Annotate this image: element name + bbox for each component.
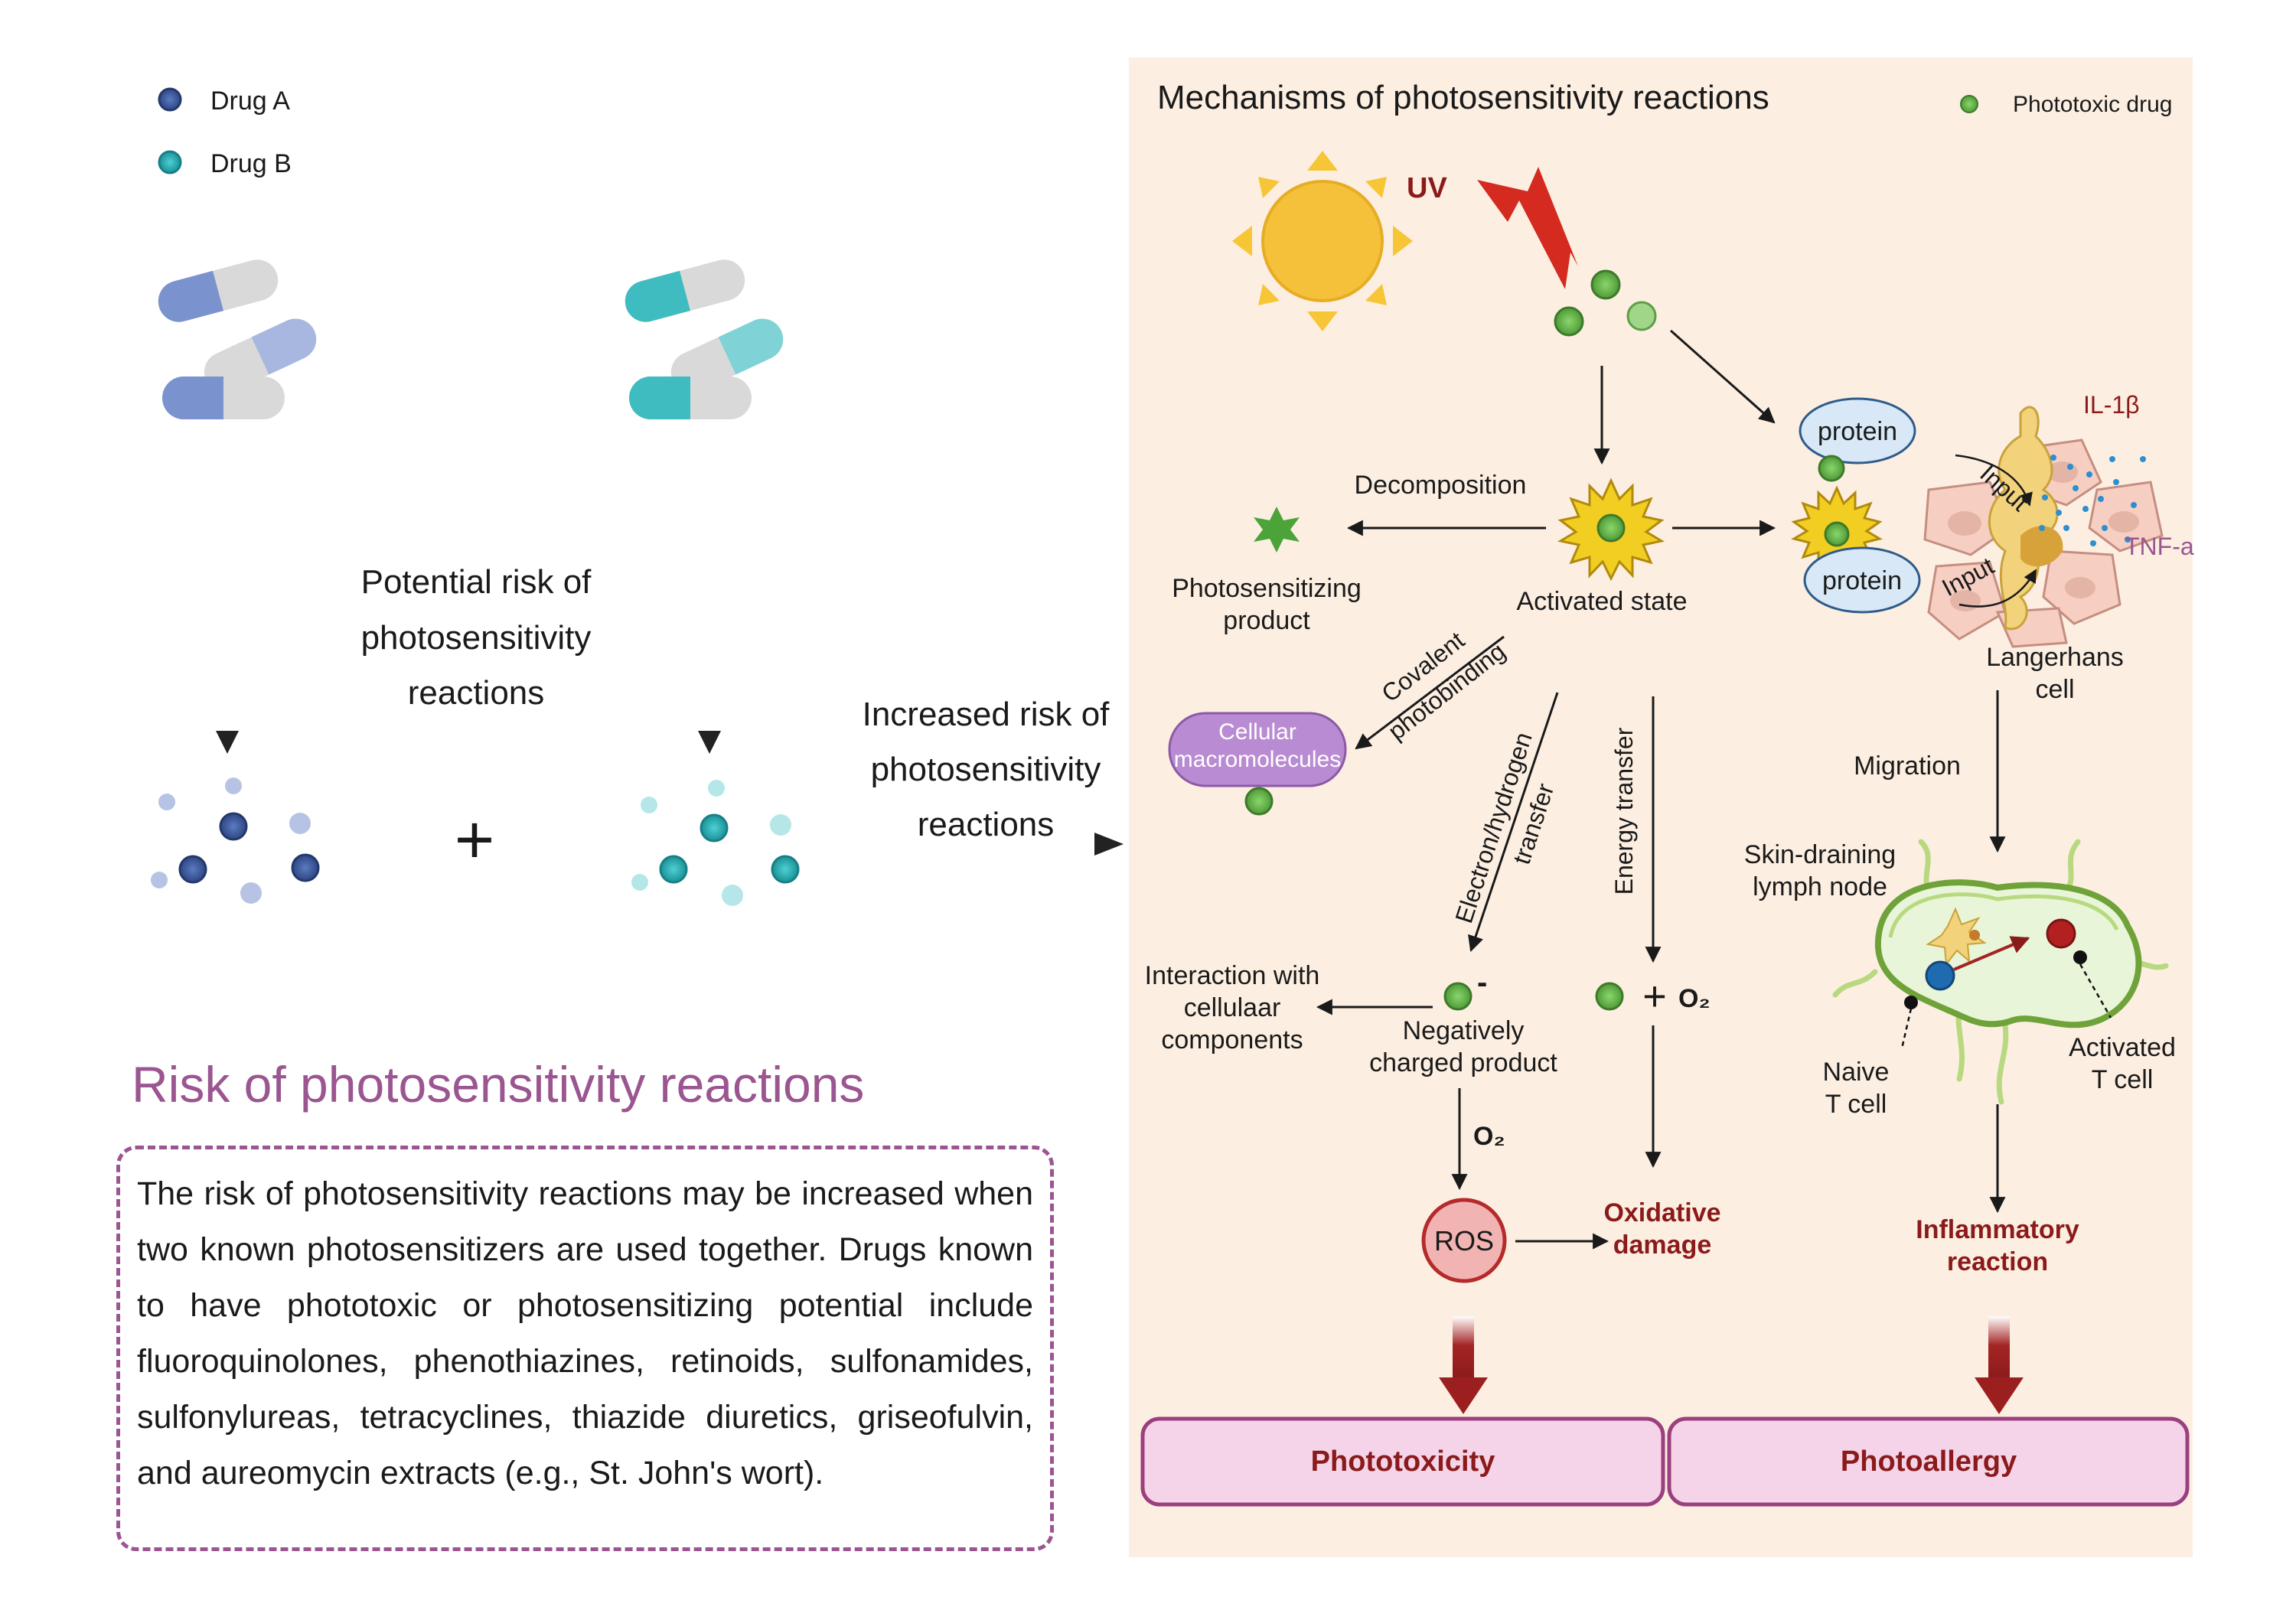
cellular-macromolecules-pill — [1168, 712, 1347, 787]
drug-b-capsule-icon — [625, 259, 784, 419]
protein-bottom-ellipse — [1803, 546, 1921, 614]
energy-drug — [1595, 982, 1624, 1011]
svg-text:Negatively: Negatively — [1403, 1016, 1525, 1045]
oxidative-damage-label: Oxidative damage — [1603, 1198, 1720, 1260]
svg-text:Increased risk of: Increased risk of — [863, 696, 1110, 733]
ros-circle — [1421, 1198, 1507, 1283]
arrow-to-protein — [1670, 329, 1776, 424]
phototoxicity-label: Phototoxicity — [1311, 1446, 1495, 1478]
activated-state-icon — [1557, 478, 1665, 582]
langerhans-cell-icon — [1923, 406, 2164, 648]
svg-text:Oxidative: Oxidative — [1603, 1198, 1720, 1227]
protein-top-drug — [1818, 455, 1845, 482]
inflammatory-reaction-label: Inflammatory reaction — [1916, 1215, 2079, 1276]
svg-text:Inflammatory: Inflammatory — [1916, 1215, 2079, 1244]
negatively-charged-drug — [1443, 982, 1473, 1011]
mechanisms-panel — [1129, 57, 2193, 1557]
svg-text:reactions: reactions — [408, 674, 545, 712]
il1b-label: IL-1β — [2083, 391, 2140, 419]
svg-text:lymph node: lymph node — [1753, 872, 1887, 901]
legend-drug-a: Drug A — [210, 86, 290, 116]
photosensitizing-product-icon — [1254, 507, 1300, 553]
o2-label-energy: O₂ — [1678, 984, 1711, 1013]
phototoxicity-box — [1140, 1416, 1665, 1507]
legend-phototoxic-drug: Phototoxic drug — [2013, 92, 2172, 117]
svg-text:macromolecules: macromolecules — [1174, 747, 1341, 772]
increased-risk-arrow-head — [1094, 833, 1124, 856]
naive-t-cell-label: Naive T cell — [1823, 1058, 1890, 1119]
svg-text:photosensitivity: photosensitivity — [871, 751, 1101, 788]
photoallergy-big-arrow — [1975, 1316, 2024, 1414]
cellular-macromolecules-label: Cellular macromolecules — [1174, 719, 1341, 772]
svg-text:Photosensitizing: Photosensitizing — [1172, 574, 1362, 603]
photoallergy-label: Photoallergy — [1841, 1446, 2017, 1478]
drug-a-capsule-icon — [158, 259, 317, 419]
risk-description-text: The risk of photosensitivity reactions m… — [137, 1175, 1033, 1491]
svg-text:T cell: T cell — [1825, 1090, 1887, 1119]
protein-top-label: protein — [1818, 417, 1897, 446]
svg-text:reactions: reactions — [918, 806, 1055, 843]
negatively-charged-label: Negatively charged product — [1369, 1016, 1557, 1077]
langerhans-label: Langerhans cell — [1986, 643, 2124, 704]
svg-text:Potential risk of: Potential risk of — [361, 563, 592, 601]
risk-description-box: The risk of photosensitivity reactions m… — [116, 1146, 1054, 1551]
o2-plus: + — [1642, 973, 1667, 1019]
svg-text:damage: damage — [1613, 1231, 1712, 1260]
svg-text:cellulaar: cellulaar — [1184, 993, 1281, 1022]
potential-risk-label: Potential risk of photosensitivity react… — [361, 563, 592, 712]
svg-text:Cellular: Cellular — [1218, 719, 1296, 745]
svg-text:Skin-draining: Skin-draining — [1744, 840, 1896, 869]
decomposition-label: Decomposition — [1355, 471, 1527, 500]
svg-text:cell: cell — [2035, 675, 2074, 704]
covalent-arrow — [1355, 635, 1505, 750]
svg-text:components: components — [1161, 1025, 1303, 1054]
drug-a-arrow-head — [216, 731, 239, 754]
drug-a-dot-icon — [158, 87, 182, 112]
phototoxic-drug-balls — [1554, 269, 1657, 337]
svg-text:T cell: T cell — [2092, 1065, 2154, 1094]
risk-section-title: Risk of photosensitivity reactions — [132, 1056, 864, 1113]
phototoxicity-big-arrow — [1439, 1316, 1488, 1414]
lightning-icon — [1477, 167, 1578, 289]
protein-bottom-label: protein — [1822, 566, 1902, 595]
drug-b-particles — [631, 780, 800, 906]
svg-text:charged product: charged product — [1369, 1048, 1557, 1077]
mechanisms-title: Mechanisms of photosensitivity reactions — [1157, 79, 1769, 116]
increased-risk-label: Increased risk of photosensitivity react… — [863, 696, 1110, 843]
legend-left: Drug A Drug B — [158, 86, 292, 178]
interaction-label: Interaction with cellulaar components — [1145, 961, 1320, 1054]
drug-a-particles — [151, 777, 320, 904]
plus-sign: + — [455, 802, 495, 878]
phototoxic-drug-legend-icon — [1960, 95, 1978, 113]
svg-text:Interaction with: Interaction with — [1145, 961, 1320, 990]
minus-sign: - — [1477, 966, 1487, 999]
svg-text:reaction: reaction — [1947, 1247, 2048, 1276]
activated-state-label: Activated state — [1516, 587, 1687, 616]
tnfa-label: TNF-a — [2125, 533, 2194, 560]
electron-transfer-arrow — [1468, 692, 1559, 952]
macromolecule-bound-drug — [1244, 787, 1274, 816]
drug-b-dot-icon — [158, 150, 182, 174]
svg-text:Langerhans: Langerhans — [1986, 643, 2124, 672]
svg-text:Naive: Naive — [1823, 1058, 1890, 1087]
uv-label: UV — [1407, 172, 1447, 204]
ros-label: ROS — [1434, 1225, 1494, 1257]
photosensitizing-product-label: Photosensitizing product — [1172, 574, 1362, 635]
photoallergy-box — [1667, 1416, 2190, 1507]
svg-text:product: product — [1223, 606, 1310, 635]
activated-t-cell-label: Activated T cell — [2069, 1033, 2176, 1094]
energy-transfer-label: Energy transfer — [1610, 727, 1638, 895]
lymph-node-label: Skin-draining lymph node — [1744, 840, 1896, 901]
migration-label: Migration — [1854, 751, 1961, 781]
protein-top-ellipse — [1799, 397, 1916, 464]
sun-icon — [1232, 151, 1413, 331]
legend-drug-b: Drug B — [210, 149, 292, 178]
lymph-node-icon — [1832, 839, 2169, 1105]
o2-label-ros: O₂ — [1473, 1122, 1505, 1151]
svg-text:Activated: Activated — [2069, 1033, 2176, 1062]
drug-b-arrow-head — [698, 731, 721, 754]
svg-text:photosensitivity: photosensitivity — [361, 619, 592, 657]
